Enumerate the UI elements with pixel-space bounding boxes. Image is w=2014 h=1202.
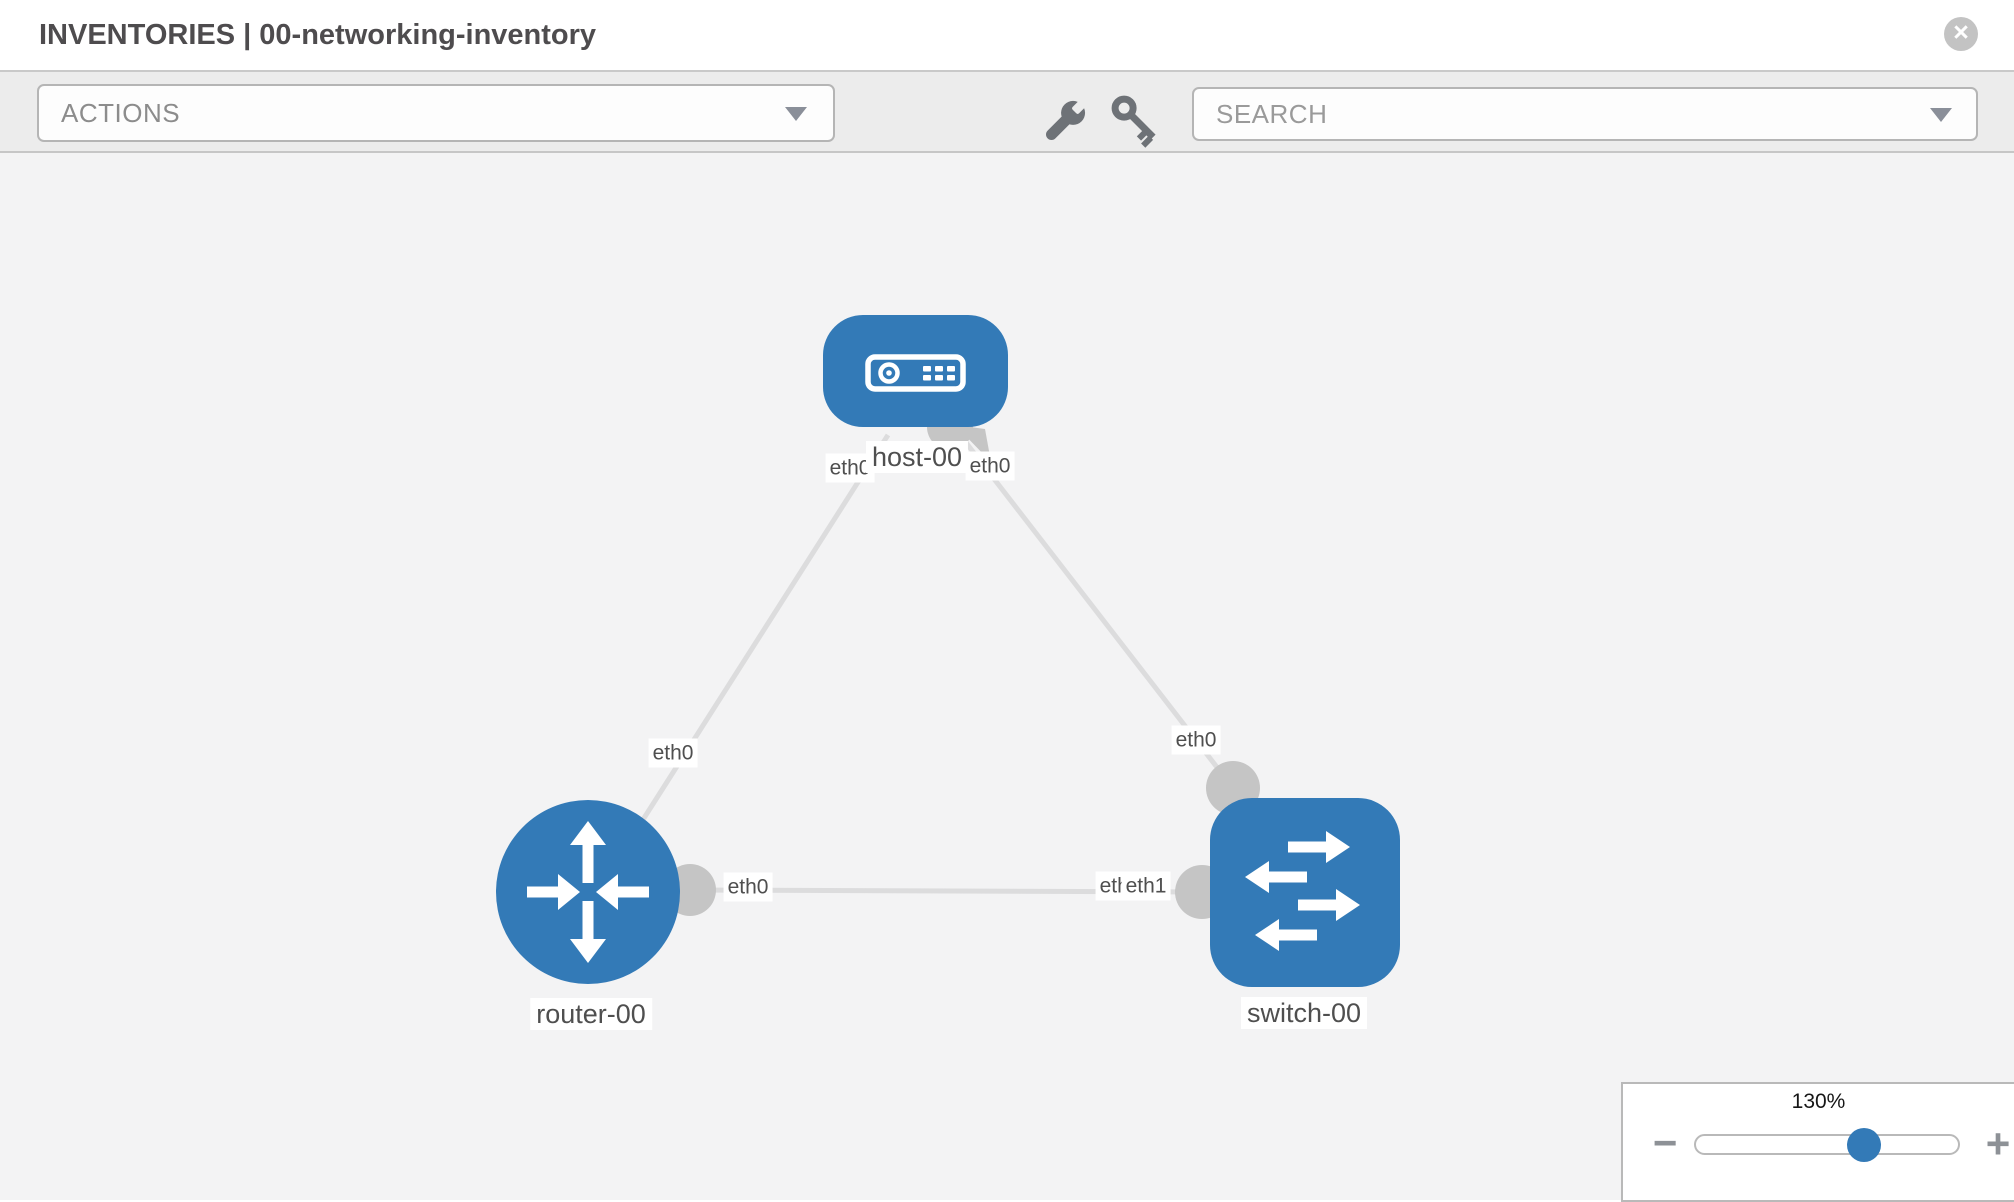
close-icon[interactable]: × [1944,17,1978,51]
zoom-panel: 130% − + [1621,1082,2014,1202]
search-dropdown-label: SEARCH [1216,99,1328,129]
actions-dropdown[interactable]: ACTIONS [37,84,835,142]
interface-label: eth0 [965,451,1015,481]
key-icon [1111,95,1156,148]
node-label-host-00: host-00 [865,441,969,473]
caret-down-icon [1930,108,1952,122]
topology-links [585,429,1235,908]
node-switch-00[interactable] [1210,798,1400,987]
router-icon [527,821,649,963]
run-command-button[interactable] [1034,86,1098,150]
page-title: INVENTORIES | 00-networking-inventory [39,19,597,51]
credentials-button[interactable] [1103,87,1167,151]
zoom-level: 130% [1791,1090,1846,1113]
host-icon [865,354,966,392]
interface-label: eth0 [648,738,698,768]
zoom-in-button[interactable]: + [1985,1120,2011,1167]
interface-label: eth0 [723,872,773,902]
toolbar: ACTIONS SEARCH [0,70,2014,153]
switch-icon [1245,831,1360,951]
wrench-icon [1046,98,1088,140]
page-header: INVENTORIES | 00-networking-inventory × [0,0,2014,70]
interface-ports [664,404,1260,919]
caret-down-icon [785,107,807,121]
zoom-slider-track[interactable] [1694,1134,1960,1155]
topology-canvas[interactable] [0,153,2014,1200]
zoom-slider-handle[interactable] [1847,1128,1881,1162]
node-host-00[interactable] [823,315,1008,427]
node-label-switch-00: switch-00 [1240,997,1368,1029]
node-label-router-00: router-00 [530,998,652,1030]
interface-label: eth0 [1171,725,1221,755]
search-dropdown[interactable]: SEARCH [1192,87,1978,141]
interface-label: eth1 [1121,871,1171,901]
node-router-00[interactable] [496,800,680,984]
actions-dropdown-label: ACTIONS [61,98,181,128]
zoom-out-button[interactable]: − [1652,1119,1678,1166]
